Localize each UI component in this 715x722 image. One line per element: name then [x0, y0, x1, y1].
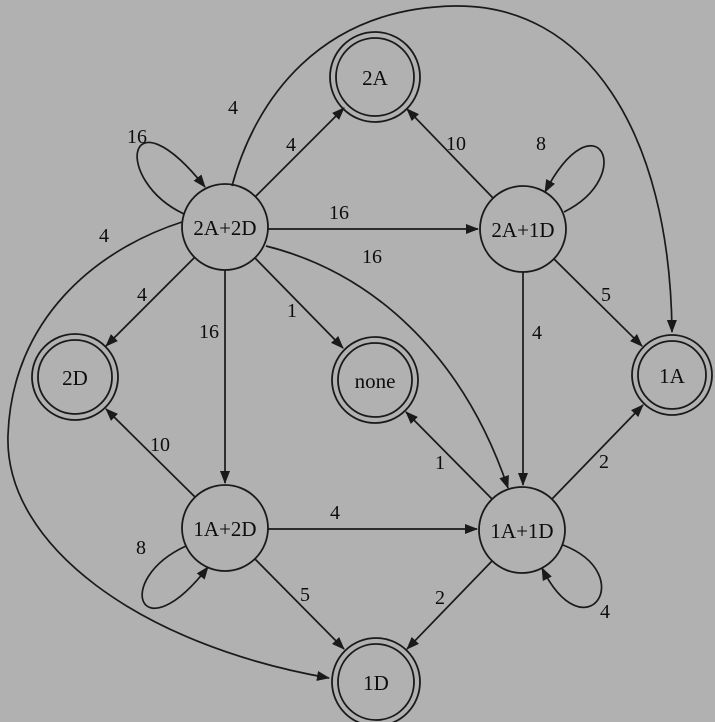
edge-2a2d-to-2a — [254, 107, 345, 198]
edge-1a2d-self-loop — [141, 545, 209, 610]
edge-2a2d-to-1a — [231, 5, 677, 333]
edge-1a1d-self-label: 4 — [600, 601, 610, 623]
edge-2a2d-to-2a1d-label: 16 — [329, 202, 349, 224]
edge-1a1d-to-none — [405, 411, 493, 500]
edge-2a1d-to-1a1d-label: 4 — [532, 322, 542, 344]
edge-2a1d-to-1a-label: 5 — [601, 284, 611, 306]
edge-2a2d-to-1a1d-label: 16 — [362, 246, 382, 268]
edge-1a1d-to-none-label: 1 — [435, 452, 445, 474]
state-1a1d-label: 1A+1D — [490, 519, 553, 543]
edge-2a2d-to-2a-label: 4 — [286, 134, 296, 156]
state-node-1d: 1D — [331, 637, 421, 722]
state-1a-outer-circle — [631, 334, 713, 416]
state-none-label: none — [355, 369, 396, 393]
state-2d-outer-circle — [31, 333, 119, 421]
edge-2a2d-to-none-label: 1 — [287, 300, 297, 322]
state-1a1d-circle — [478, 486, 566, 574]
edge-1a2d-to-2d — [105, 408, 196, 498]
state-1d-label: 1D — [363, 671, 389, 695]
state-2d-inner-circle — [37, 339, 113, 415]
edge-1a1d-to-1d — [406, 560, 493, 650]
state-node-2a: 2A — [329, 31, 421, 123]
edge-2a2d-to-1a-label: 4 — [228, 97, 238, 119]
edge-2a2d-to-2d-label: 4 — [137, 284, 147, 306]
state-node-none: none — [331, 336, 419, 424]
state-1d-inner-circle — [337, 643, 415, 721]
state-none-outer-circle — [331, 336, 419, 424]
state-2a2d-circle — [181, 183, 269, 271]
state-node-2a1d: 2A+1D — [479, 185, 567, 273]
edge-2a2d-to-1d-label: 4 — [99, 225, 109, 247]
edge-1a1d-self-loop — [541, 544, 603, 609]
state-1a2d-label: 1A+2D — [193, 517, 256, 541]
edge-2a2d-to-1a1d — [265, 245, 509, 489]
edge-2a1d-to-1a — [553, 258, 643, 347]
state-2a-label: 2A — [362, 66, 389, 90]
edge-2a1d-to-2a-label: 10 — [446, 133, 466, 155]
edge-2a2d-to-1d — [7, 221, 330, 681]
edge-1a1d-to-1d-label: 2 — [435, 587, 445, 609]
edge-2a1d-self-loop — [544, 144, 605, 213]
state-2a-inner-circle — [335, 37, 415, 117]
state-2a2d-label: 2A+2D — [193, 216, 256, 240]
edge-1a1d-to-1a — [551, 404, 644, 500]
state-1a-inner-circle — [637, 340, 707, 410]
edge-1a2d-to-2d-label: 10 — [150, 434, 170, 456]
edge-2a1d-to-2a — [406, 108, 494, 199]
state-node-1a2d: 1A+2D — [181, 484, 269, 572]
state-1a2d-circle — [181, 484, 269, 572]
edge-2a2d-self-loop — [136, 141, 206, 215]
edge-1a2d-to-1a1d-label: 4 — [330, 502, 340, 524]
state-node-1a1d: 1A+1D — [478, 486, 566, 574]
edge-1a2d-to-1d-label: 5 — [300, 584, 310, 606]
state-node-2a2d: 2A+2D — [181, 183, 269, 271]
state-node-1a: 1A — [631, 334, 713, 416]
state-1d-outer-circle — [331, 637, 421, 722]
state-node-2d: 2D — [31, 333, 119, 421]
state-2d-label: 2D — [62, 366, 88, 390]
edge-2a1d-self-label: 8 — [536, 133, 546, 155]
state-2a-outer-circle — [329, 31, 421, 123]
edge-2a2d-to-1a2d-label: 16 — [199, 321, 219, 343]
edge-1a1d-to-1a-label: 2 — [599, 451, 609, 473]
state-2a1d-label: 2A+1D — [491, 218, 554, 242]
state-none-inner-circle — [337, 342, 413, 418]
state-1a-label: 1A — [659, 364, 686, 388]
state-2a1d-circle — [479, 185, 567, 273]
edge-1a2d-self-label: 8 — [136, 537, 146, 559]
edge-2a2d-to-2d — [105, 256, 196, 347]
edge-2a2d-self-label: 16 — [127, 126, 147, 148]
edge-1a2d-to-1d — [254, 558, 345, 650]
edge-2a2d-to-none — [254, 257, 344, 349]
